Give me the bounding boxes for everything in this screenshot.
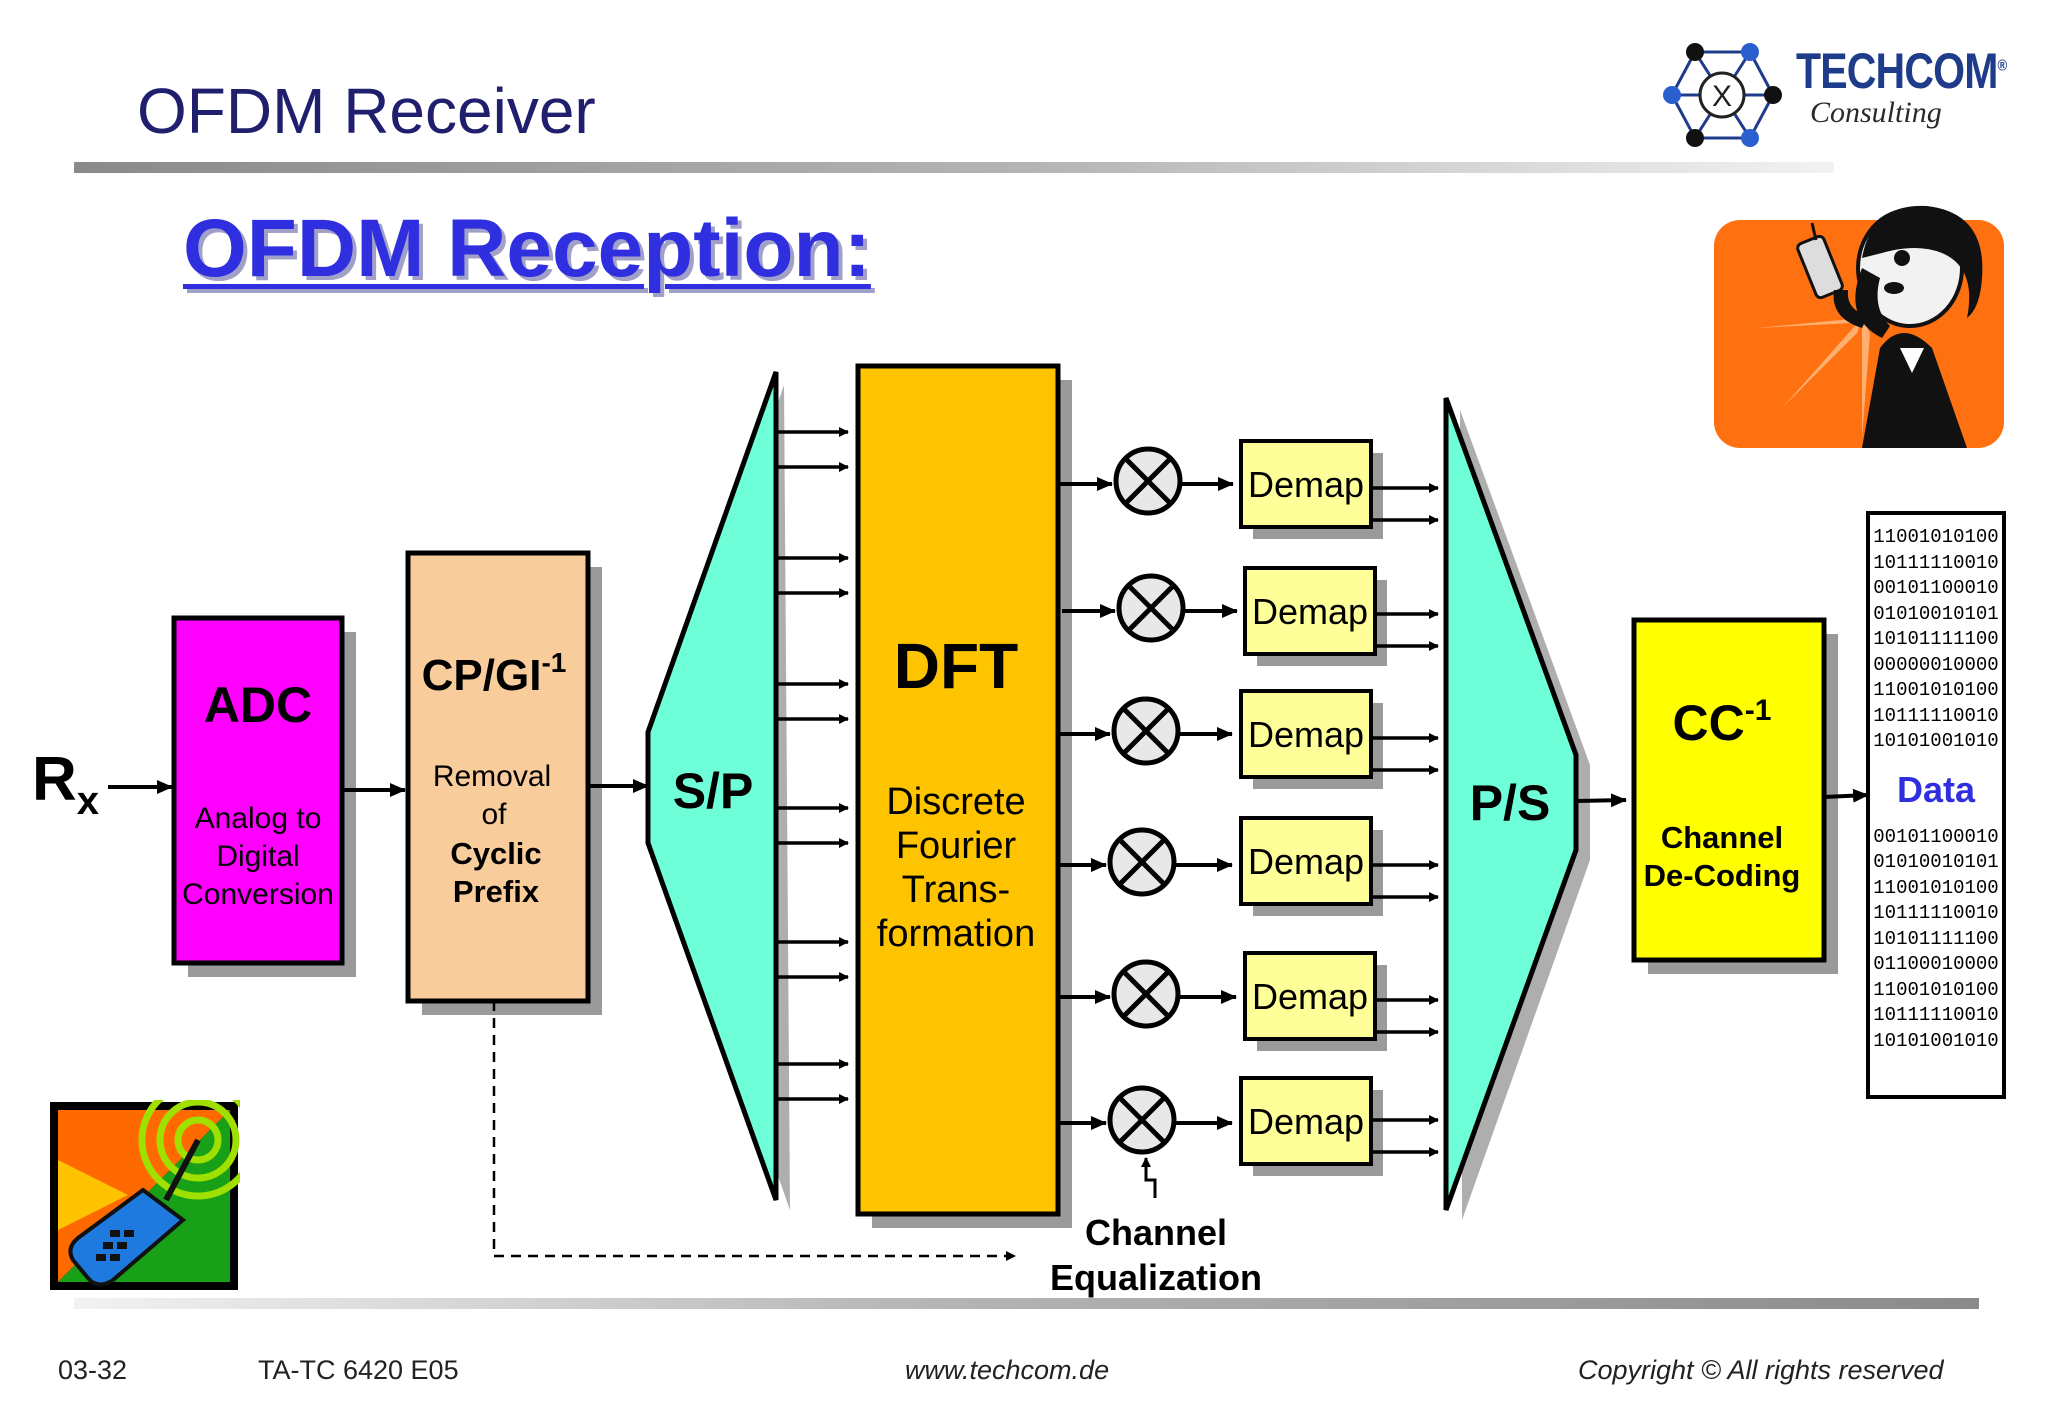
woman-on-phone-icon xyxy=(1714,205,2004,448)
rx-label: Rx xyxy=(32,745,99,823)
svg-text:X: X xyxy=(1712,80,1732,113)
equalizer-row: Demap xyxy=(1058,951,1439,1051)
sp-label: S/P xyxy=(673,763,754,819)
footer-url[interactable]: www.techcom.de xyxy=(905,1355,1110,1385)
equalizer-row: Demap xyxy=(1058,439,1439,539)
adc-block xyxy=(171,615,345,966)
demap-label: Demap xyxy=(1248,464,1364,505)
bit-row: 10101001010 xyxy=(1873,730,1999,752)
adc-line: Analog to xyxy=(195,802,322,835)
bit-row: 10111110010 xyxy=(1873,551,1999,574)
network-node-icon: X xyxy=(1663,43,1782,147)
adc-title: ADC xyxy=(204,677,312,733)
ps-label: P/S xyxy=(1470,775,1551,831)
logo-wordmark: TECHCOM® xyxy=(1796,43,2007,99)
bit-row: 01010010101 xyxy=(1873,602,1999,625)
demap-label: Demap xyxy=(1252,591,1368,632)
ringing-cellphone-icon xyxy=(50,1100,240,1290)
bit-row: 10101111100 xyxy=(1873,628,1999,650)
data-output-box: 11001010100 10111110010 00101100010 0101… xyxy=(1866,511,2006,1099)
dft-line: Discrete xyxy=(886,781,1025,823)
logo-subtitle: Consulting xyxy=(1810,96,1942,129)
dft-title: DFT xyxy=(894,630,1018,702)
section-title: OFDM Reception: xyxy=(183,203,871,294)
cpgi-title: CP/GI-1 xyxy=(422,647,567,700)
dft-line: Trans- xyxy=(902,869,1010,911)
channel-equalization-label: Channel xyxy=(1085,1212,1227,1253)
bit-row: 11001010100 xyxy=(1873,876,1999,899)
bit-row: 10101001010 xyxy=(1873,1029,1999,1052)
equalizer-row: Demap xyxy=(1058,689,1439,789)
equalizer-row: Demap xyxy=(1062,566,1439,666)
demap-block xyxy=(1243,951,1377,1041)
dft-block xyxy=(855,363,1061,1217)
adc-line: Digital xyxy=(216,840,299,873)
equalizer-row: Demap xyxy=(1058,1076,1439,1176)
demap-label: Demap xyxy=(1248,714,1364,755)
bit-row: 11001010100 xyxy=(1873,978,1999,1001)
cc-block xyxy=(1631,617,1827,963)
demap-block xyxy=(1239,689,1373,779)
cpgi-line: Cyclic xyxy=(450,836,541,871)
demap-block xyxy=(1239,1076,1373,1166)
slide-title: OFDM Receiver xyxy=(137,75,596,147)
bit-row: 10111110010 xyxy=(1873,704,1999,727)
dft-line: formation xyxy=(877,913,1035,955)
bit-row: 01010010101 xyxy=(1873,851,1999,873)
demap-label: Demap xyxy=(1248,1101,1364,1142)
bit-row: 00101100010 xyxy=(1873,825,1999,848)
cpgi-line: of xyxy=(481,798,507,831)
page-number: 03-32 xyxy=(58,1355,128,1385)
bit-row: 11001010100 xyxy=(1873,679,1999,701)
cc-title: CC-1 xyxy=(1673,694,1772,751)
ps-block xyxy=(1443,397,1579,1211)
demap-label: Demap xyxy=(1252,976,1368,1017)
bit-row: 11001010100 xyxy=(1873,526,1999,548)
sp-block xyxy=(645,371,779,1201)
dft-line: Fourier xyxy=(896,825,1017,867)
demap-label: Demap xyxy=(1248,841,1364,882)
cc-line: De-Coding xyxy=(1644,858,1801,893)
adc-line: Conversion xyxy=(182,878,334,911)
course-code: TA-TC 6420 E05 xyxy=(258,1355,459,1385)
cpgi-block xyxy=(405,550,591,1004)
data-label: Data xyxy=(1896,768,1976,810)
copyright-notice: Copyright © All rights reserved xyxy=(1578,1355,1944,1385)
equalizer-row: Demap xyxy=(1058,816,1439,916)
demap-block xyxy=(1239,439,1373,529)
cc-line: Channel xyxy=(1661,820,1783,855)
cpgi-line: Removal xyxy=(433,760,551,793)
demap-block xyxy=(1239,816,1373,906)
header-rule xyxy=(74,162,1834,173)
channel-equalization-label: Equalization xyxy=(1050,1257,1262,1298)
bit-row: 10111110010 xyxy=(1873,902,1999,924)
sp-to-dft-arrows xyxy=(778,427,849,1104)
bit-row: 00101100010 xyxy=(1873,577,1999,599)
bit-row: 01100010000 xyxy=(1873,953,1999,975)
bit-row: 10111110010 xyxy=(1873,1004,1999,1026)
footer-rule xyxy=(74,1298,1979,1309)
cpgi-line: Prefix xyxy=(453,874,540,909)
bit-row: 10101111100 xyxy=(1873,927,1999,950)
demap-block xyxy=(1243,566,1377,656)
bit-row: 00000010000 xyxy=(1873,653,1999,676)
